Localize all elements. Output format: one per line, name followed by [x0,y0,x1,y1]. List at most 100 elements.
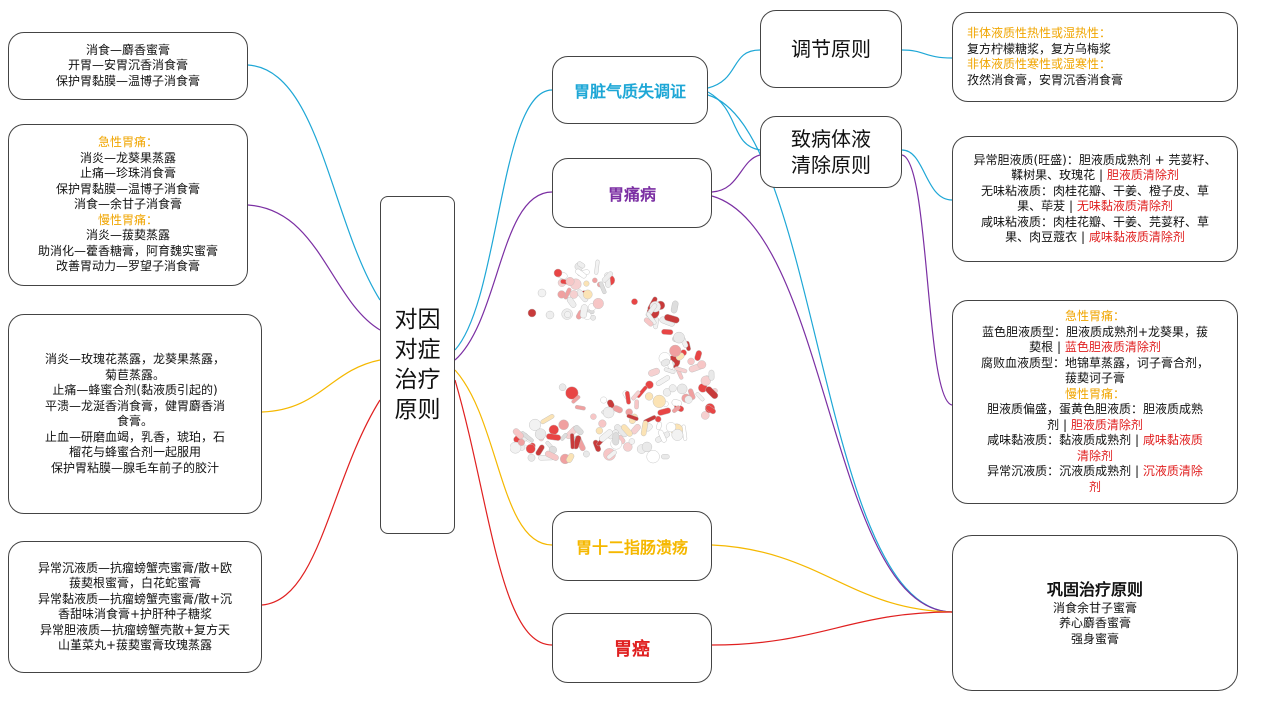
left-detail-box-stomach-pain[interactable]: 急性胃痛：消炎—龙葵果蒸露止痛—珍珠消食膏保护胃黏膜—温博子消食膏消食—余甘子消… [8,124,248,286]
capsule [643,317,654,327]
consolidate-item: 养心麝香蜜膏 [1058,616,1131,631]
regulate-principle-node[interactable]: 调节原则 [760,10,902,88]
pill [565,277,575,286]
pill [628,438,636,445]
right-detail-box-clear[interactable]: 异常胆液质(旺盛)：胆液质成熟剂 + 芫荽籽、鞣树果、玫瑰花 | 胆液质清除剂无… [952,136,1238,262]
clearing-agent-text: 胆液质清除剂 [1070,417,1143,432]
capsule [571,395,581,404]
center-node[interactable]: 对因 对症 治疗 原则 [380,196,455,534]
detail-text: 止痛—珍珠消食膏 [79,166,176,181]
detail-text: 助消化—藿香糖膏，阿育魏实蜜膏 [37,243,218,258]
pill [527,308,537,318]
detail-text: 咸味粘液质：肉桂花瓣、干姜、芫荽籽、草 [980,214,1209,229]
pill [676,383,688,395]
branch-stomach-cancer[interactable]: 胃癌 [552,613,712,683]
section-heading: 急性胃痛： [1064,309,1125,323]
pill [665,422,676,433]
capsule [672,405,681,414]
pill [673,331,685,344]
pill [600,396,608,404]
connector-b4-consolidate [711,611,953,646]
clear-principle-node[interactable]: 致病体液 清除原则 [760,116,902,188]
detail-line: 无味粘液质：肉桂花瓣、干姜、橙子皮、草 [981,184,1209,200]
clearing-agent-text: 胆液质清除剂 [1106,168,1179,182]
pill [558,383,567,391]
detail-line: 非体液质性热性或湿热性： [967,26,1111,42]
pill [590,413,597,420]
detail-line: 开胃—安胃沉香消食膏 [68,58,188,74]
connector-b1-consolidate [707,94,953,613]
connector-b3-left3 [261,359,381,413]
capsule [655,375,671,387]
detail-line: 保护胃黏膜—温博子消食膏 [56,182,200,198]
center-line-2: 对症 [394,337,441,363]
detail-line: 食膏。 [117,414,153,430]
section-heading: 非体液质性热性或湿热性： [967,26,1112,40]
connector-b3-consolidate [711,544,953,613]
pill [583,280,590,287]
pill [602,406,615,419]
capsule [577,261,586,269]
left-detail-box-cancer[interactable]: 异常沉液质—抗瘤螃蟹壳蜜膏/散+欧菝葜根蜜膏，白花蛇蜜膏异常黏液质—抗瘤螃蟹壳蜜… [8,541,262,673]
clearing-agent-text: 无味黏液质清除剂 [1076,199,1173,213]
capsule [612,405,623,414]
detail-text: 食膏。 [116,414,153,428]
consolidate-title: 巩固治疗原则 [1046,579,1143,599]
detail-text: 咸味黏液质：黏液质成熟剂 | [987,433,1143,447]
detail-line: 孜然消食膏，安胃沉香消食膏 [967,73,1123,89]
capsule [546,433,562,441]
pill [548,424,559,435]
section-heading: 慢性胃痛： [1064,386,1125,401]
detail-line: 急性胃痛： [1065,309,1125,325]
detail-text: 消炎—菝葜蒸露 [85,228,170,243]
detail-line: 非体液质性寒性或湿寒性： [967,57,1111,73]
detail-text: 保护胃粘膜—腺毛车前子的胶汁 [50,460,219,475]
detail-text: 孜然消食膏，安胃沉香消食膏 [967,72,1124,87]
capsule [544,450,559,461]
pill [645,380,654,389]
detail-line: 咸味黏液质：黏液质成熟剂 | 咸味黏液质 [987,433,1203,449]
capsule [566,453,575,463]
capsule [631,390,641,401]
connector-center-b4 [454,379,553,646]
capsule [563,287,572,300]
branch-ulcer[interactable]: 胃十二指肠溃疡 [552,511,712,581]
detail-text: 异常胆液质(旺盛)：胆液质成熟剂 + 芫荽籽、 [973,152,1217,167]
detail-text: 消炎—玫瑰花蒸露，龙葵果蒸露， [44,352,225,366]
capsule [645,311,657,325]
detail-line: 慢性胃痛： [1065,387,1125,403]
capsule [705,405,716,415]
capsule [636,385,648,399]
detail-text: 消炎—龙葵果蒸露 [79,150,176,165]
detail-line: 保护胃粘膜—腺毛车前子的胶汁 [51,461,219,477]
pill [517,438,525,446]
detail-line: 消炎—龙葵果蒸露 [80,151,176,167]
section-heading: 非体液质性寒性或湿寒性： [967,57,1112,71]
branch-stomach-cancer-label: 胃癌 [614,639,650,660]
right-detail-box-regulate[interactable]: 非体液质性热性或湿热性：复方柠檬糖浆，复方乌梅浆非体液质性寒性或湿寒性：孜然消食… [952,12,1238,102]
branch-stomach-qi-disorder[interactable]: 胃脏气质失调证 [552,56,708,124]
pill [697,360,707,370]
pill [687,357,695,366]
pill [595,427,603,435]
detail-text: 异常黏液质—抗瘤螃蟹壳蜜膏/散+沉 [37,591,233,606]
pill [700,375,711,386]
detail-text: 异常沉液质：沉液质成熟剂 | [987,464,1143,478]
right-detail-box-stomach-pain[interactable]: 急性胃痛：蓝色胆液质型：胆液质成熟剂+龙葵果，菝葜根 | 蓝色胆液质清除剂腐败血… [952,300,1238,504]
left-detail-box-qi-disorder[interactable]: 消食—麝香蜜膏开胃—安胃沉香消食膏保护胃黏膜—温博子消食膏 [8,32,248,100]
consolidate-item: 消食余甘子蜜膏 [1052,600,1137,615]
center-line-1: 对因 [394,307,441,333]
detail-line: 消炎—菝葜蒸露 [86,228,170,244]
consolidate-principle-node[interactable]: 巩固治疗原则 消食余甘子蜜膏 养心麝香蜜膏 强身蜜膏 [952,535,1238,691]
detail-line: 异常黏液质—抗瘤螃蟹壳蜜膏/散+沉 [38,592,232,608]
detail-line: 胆液质偏盛，蛋黄色胆液质：胆液质成熟 [987,402,1203,418]
left-detail-box-ulcer[interactable]: 消炎—玫瑰花蒸露，龙葵果蒸露，菊苣蒸露。止痛—蜂蜜合剂(黏液质引起的)平溃—龙涎… [8,314,262,514]
pill [669,344,682,357]
capsule [606,450,617,460]
capsule [599,429,613,442]
pill [509,441,522,454]
branch-stomach-pain[interactable]: 胃痛病 [552,158,712,228]
regulate-principle-label: 调节原则 [791,37,871,61]
detail-line: 菊苣蒸露。 [105,368,165,384]
